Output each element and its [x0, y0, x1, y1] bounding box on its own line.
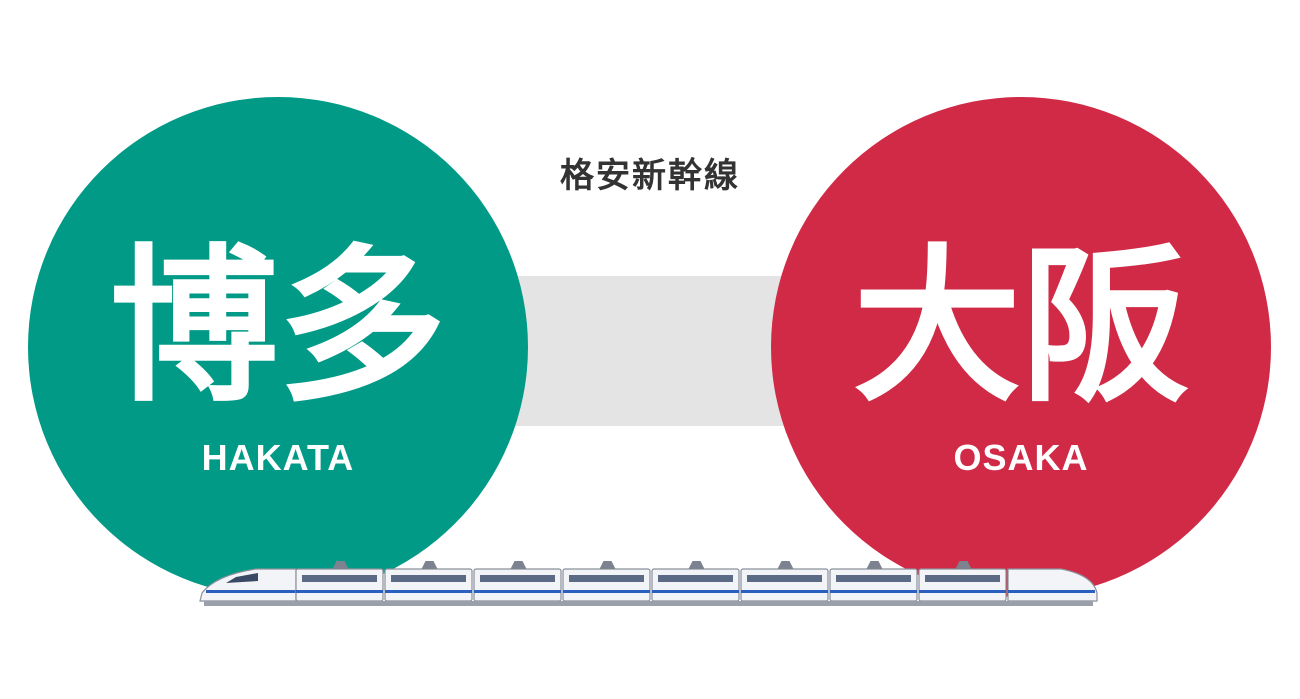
train-roof-unit [332, 561, 349, 569]
train-roof-unit [777, 561, 794, 569]
train-car-stripe [830, 590, 917, 593]
train-car-stripe [741, 590, 828, 593]
train-tail [1007, 568, 1098, 602]
departure-station-circle: 博多 HAKATA [28, 97, 528, 597]
train-car-windows [480, 575, 555, 582]
train-car-windows [836, 575, 911, 582]
train-car-windows [747, 575, 822, 582]
train-car-stripe [652, 590, 739, 593]
arrival-station-romaji: OSAKA [953, 437, 1089, 478]
train-car [918, 568, 1007, 602]
train-nose [199, 568, 297, 602]
train-tail-stripe [1008, 590, 1095, 593]
train-roof-unit [688, 561, 705, 569]
train-car-windows [302, 575, 377, 582]
train-car [562, 568, 651, 602]
train-roof-unit [510, 561, 527, 569]
route-connector [500, 276, 800, 426]
departure-station-romaji: HAKATA [201, 437, 355, 478]
train-car-stripe [919, 590, 1006, 593]
train-car-windows [569, 575, 644, 582]
train-car [651, 568, 740, 602]
train-roof-unit [955, 561, 972, 569]
train-car-windows [925, 575, 1000, 582]
train-car-windows [658, 575, 733, 582]
train-car-stripe [563, 590, 650, 593]
train-car-stripe [474, 590, 561, 593]
train-roof-unit [421, 561, 438, 569]
train-roof-unit [599, 561, 616, 569]
departure-station-kanji: 博多 [110, 229, 446, 425]
train-car [740, 568, 829, 602]
train-car-stripe [385, 590, 472, 593]
train-car [829, 568, 918, 602]
train-car-windows [391, 575, 466, 582]
arrival-station-kanji: 大阪 [853, 229, 1189, 425]
train-underframe [204, 601, 1093, 606]
train-car-stripe [296, 590, 383, 593]
train-car [473, 568, 562, 602]
train-car [384, 568, 473, 602]
arrival-station-circle: 大阪 OSAKA [771, 97, 1271, 597]
train-car [295, 568, 384, 602]
service-title: 格安新幹線 [560, 156, 740, 196]
train-windshield [226, 573, 258, 583]
train-roof-unit [866, 561, 883, 569]
train-stripe [206, 590, 296, 593]
shinkansen-train-icon [199, 561, 1098, 606]
